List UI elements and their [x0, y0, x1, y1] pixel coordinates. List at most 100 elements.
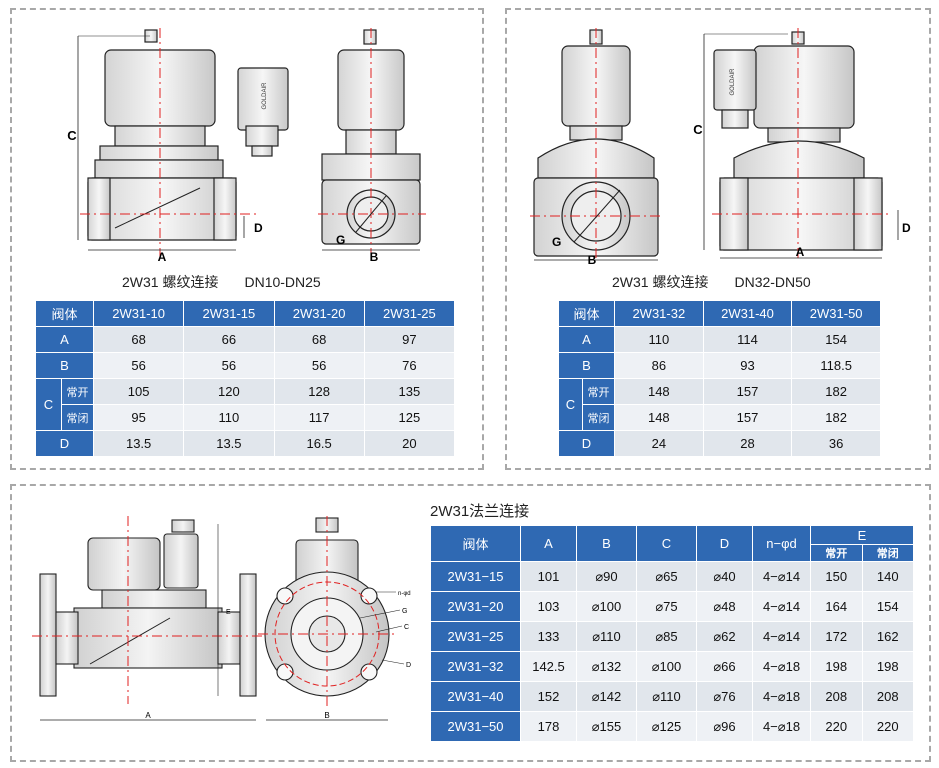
header-cell: 2W31-20: [273, 300, 365, 327]
caption-flanged: 2W31法兰连接: [430, 503, 530, 520]
row-sublabel: 常闭: [582, 404, 615, 431]
table-cell: 114: [702, 326, 793, 353]
table-cell: 208: [861, 681, 914, 712]
dim-B-label: B: [588, 253, 597, 266]
table-cell: 13.5: [92, 430, 185, 457]
table-cell: 198: [861, 651, 914, 682]
table-cell: 95: [92, 404, 185, 431]
table-row: 2W31−40 152 ⌀142 ⌀110 ⌀76 4−⌀18 208 208: [430, 681, 914, 712]
row-label: D: [558, 430, 615, 457]
dim-A-label: A: [145, 711, 151, 720]
table-cell: 36: [791, 430, 881, 457]
table-cell: 220: [861, 711, 914, 742]
table-cell: 154: [791, 326, 881, 353]
row-label: A: [558, 326, 615, 353]
coil-label: GOLDAIR: [730, 68, 736, 96]
table-header-row: 阀体 A B C D n−φd E: [430, 525, 914, 562]
header-cell: 阀体: [430, 525, 521, 562]
row-sublabel: 常开: [582, 378, 615, 405]
table-row: A 68 66 68 97: [35, 326, 456, 353]
dim-A-label: A: [158, 250, 167, 264]
flanged-drawing: A E B n-φd G C D: [32, 516, 411, 721]
table-cell: 93: [702, 352, 793, 379]
table-cell: 157: [702, 378, 793, 405]
header-cell: 2W31-40: [702, 300, 793, 327]
dim-D-label: D: [406, 662, 411, 669]
dim-G-label: G: [552, 235, 561, 249]
table-cell: 101: [520, 561, 577, 592]
threaded-large-drawing: G B GOLDAIR C A D: [530, 28, 911, 266]
row-sublabel: 常闭: [61, 404, 94, 431]
table-cell: 150: [810, 561, 863, 592]
table-cell: ⌀125: [636, 711, 697, 742]
header-cell: 2W31-32: [614, 300, 704, 327]
table-cell: 157: [702, 404, 793, 431]
table-cell: 110: [183, 404, 275, 431]
table-cell: ⌀100: [636, 651, 697, 682]
header-cell: A: [520, 525, 577, 562]
table-cell: 4−⌀18: [752, 681, 811, 712]
table-row: A 110 114 154: [558, 326, 881, 353]
table-row: 2W31−20 103 ⌀100 ⌀75 ⌀48 4−⌀14 164 154: [430, 591, 914, 622]
table-cell: 4−⌀14: [752, 561, 811, 592]
table-row: D 24 28 36: [558, 430, 881, 457]
table-cell: 16.5: [273, 430, 365, 457]
table-cell: ⌀62: [696, 621, 753, 652]
table-cell: 128: [273, 378, 365, 405]
caption-range: DN10-DN25: [244, 274, 321, 290]
row-label: 2W31−40: [430, 681, 521, 712]
dim-D-label: D: [902, 221, 911, 235]
header-cell: n−φd: [752, 525, 811, 562]
table-row: 常闭 148 157 182: [559, 404, 881, 431]
dim-G-label: G: [402, 608, 407, 615]
table-cell: 154: [861, 591, 914, 622]
table-row: B 56 56 56 76: [35, 352, 456, 379]
header-cell: 2W31-25: [363, 300, 456, 327]
table-row: 2W31−50 178 ⌀155 ⌀125 ⌀96 4−⌀18 220 220: [430, 711, 914, 742]
header-subcell: 常开: [810, 544, 863, 562]
table-row: 常闭 95 110 117 125: [36, 404, 456, 431]
table-cell: 56: [273, 352, 365, 379]
dim-G-label: G: [336, 233, 345, 247]
table-cell: 178: [520, 711, 577, 742]
row-label: 2W31−15: [430, 561, 521, 592]
dim-B-label: B: [324, 711, 329, 720]
row-label: C: [35, 378, 62, 431]
table-cell: 164: [810, 591, 863, 622]
panel-flanged: [10, 484, 931, 762]
table-cell: ⌀90: [576, 561, 637, 592]
panel-threaded-small: [10, 8, 484, 470]
table-cell: ⌀75: [636, 591, 697, 622]
header-cell: C: [636, 525, 697, 562]
table-cell: 172: [810, 621, 863, 652]
dim-C-label: C: [693, 122, 703, 137]
dim-B-label: B: [370, 250, 379, 264]
dim-E-label: E: [226, 609, 231, 616]
header-cell: E: [810, 525, 914, 545]
table-cell: ⌀110: [636, 681, 697, 712]
coil-label: GOLDAIR: [262, 82, 268, 110]
table-cell: ⌀48: [696, 591, 753, 622]
row-label: 2W31−25: [430, 621, 521, 652]
table-cell: 56: [92, 352, 185, 379]
front-view: [713, 31, 883, 251]
table-cell: 162: [861, 621, 914, 652]
table-row: C 常开 105 120 128 135: [35, 378, 456, 431]
dim-D-label: D: [254, 221, 263, 235]
header-cell: 2W31-15: [183, 300, 275, 327]
table-cell: 68: [273, 326, 365, 353]
header-cell: D: [696, 525, 753, 562]
table-subheader-row: 常开 常闭: [431, 544, 914, 562]
table-cell: 182: [791, 404, 881, 431]
table-cell: 140: [861, 561, 914, 592]
table-cell: 208: [810, 681, 863, 712]
table-cell: 56: [183, 352, 275, 379]
header-cell: 2W31-50: [791, 300, 881, 327]
row-label: 2W31−32: [430, 651, 521, 682]
table-row: B 86 93 118.5: [558, 352, 881, 379]
caption-model: 2W31 螺纹连接: [612, 274, 709, 290]
table-cell: ⌀155: [576, 711, 637, 742]
spec-table-threaded-small: 阀体 2W31-10 2W31-15 2W31-20 2W31-25 A 68 …: [35, 300, 456, 457]
table-cell: 103: [520, 591, 577, 622]
table-cell: ⌀142: [576, 681, 637, 712]
